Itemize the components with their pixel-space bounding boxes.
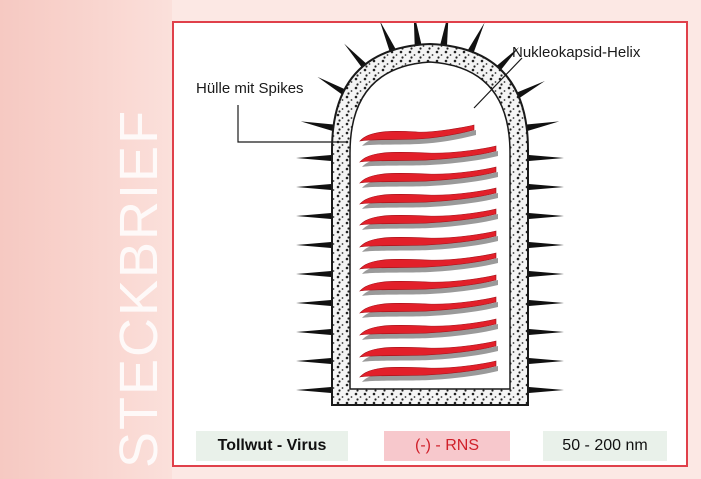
spike	[296, 271, 334, 277]
spike	[296, 329, 334, 335]
diagram-card: Hülle mit Spikes Nukleokapsid-Helix Toll…	[172, 21, 688, 467]
genome-box: (-) - RNS	[384, 431, 510, 461]
virus-name-box: Tollwut - Virus	[196, 431, 348, 461]
spike	[296, 213, 334, 219]
spike	[526, 300, 564, 306]
spike	[526, 358, 564, 364]
spike	[296, 184, 334, 190]
spike	[380, 23, 397, 53]
spike	[526, 155, 564, 161]
size-box: 50 - 200 nm	[543, 431, 667, 461]
spike	[301, 121, 335, 131]
spike	[525, 121, 559, 131]
side-band: STECKBRIEF	[0, 0, 172, 479]
spike	[526, 213, 564, 219]
spike	[526, 271, 564, 277]
spike	[296, 155, 334, 161]
envelope-label: Hülle mit Spikes	[196, 80, 304, 97]
side-title: STECKBRIEF	[108, 109, 170, 468]
spike	[296, 242, 334, 248]
spike	[296, 300, 334, 306]
spike	[296, 387, 334, 393]
spike	[526, 329, 564, 335]
spike	[526, 184, 564, 190]
nucleocapsid-label: Nukleokapsid-Helix	[512, 44, 640, 61]
spike	[526, 387, 564, 393]
envelope-leader-line	[238, 105, 346, 142]
spike	[414, 23, 422, 45]
spike	[526, 242, 564, 248]
spike	[296, 358, 334, 364]
spike	[440, 23, 448, 46]
